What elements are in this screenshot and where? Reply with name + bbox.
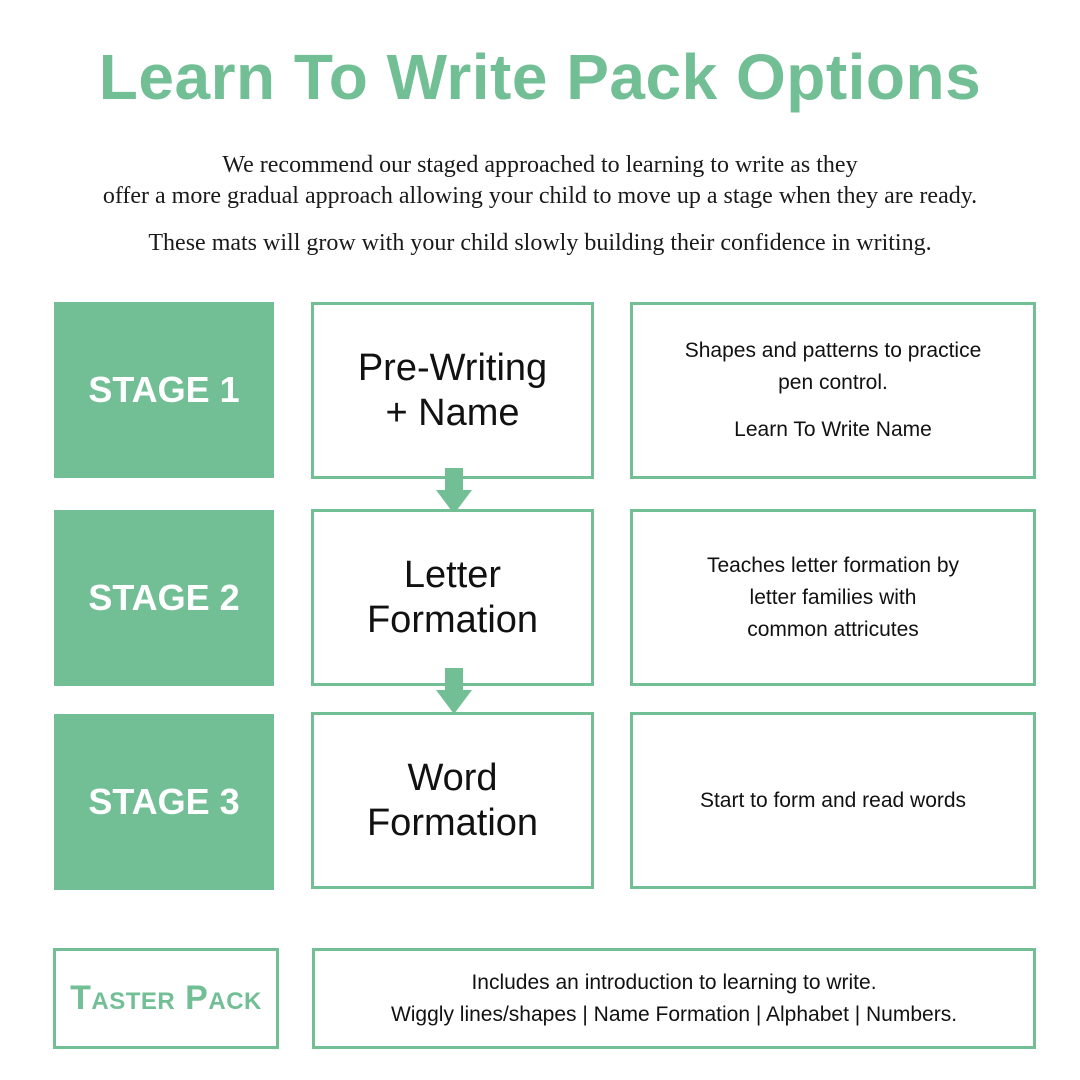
stage-name-line: Pre-Writing: [357, 346, 548, 389]
taster-pack-label: Taster Pack: [53, 948, 279, 1049]
taster-pack-description: Includes an introduction to learning to …: [312, 948, 1036, 1049]
stage-description-line: letter families with: [749, 585, 917, 609]
taster-description-line: Includes an introduction to learning to …: [471, 970, 877, 994]
page-title: Learn To Write Pack Options: [98, 41, 982, 113]
stage-description-line: Teaches letter formation by: [706, 553, 960, 577]
stage-name-line: + Name: [385, 391, 520, 434]
stage-2-name-box: Letter Formation: [311, 509, 594, 686]
stage-description-line: Shapes and patterns to practice: [684, 339, 982, 362]
stage-name-line: Formation: [366, 801, 539, 844]
arrow-down-icon: [436, 468, 472, 514]
stage-1-name-box: Pre-Writing + Name: [311, 302, 594, 479]
taster-description-line: Wiggly lines/shapes | Name Formation | A…: [390, 1002, 958, 1026]
stage-2-badge: STAGE 2: [54, 510, 274, 686]
stage-3-name-box: Word Formation: [311, 712, 594, 889]
stage-description-line: common attricutes: [747, 617, 919, 641]
intro-line: We recommend our staged approached to le…: [222, 152, 858, 178]
stage-3-description-box: Start to form and read words: [630, 712, 1036, 889]
stage-1-badge: STAGE 1: [54, 302, 274, 478]
stage-2-description-box: Teaches letter formation by letter famil…: [630, 509, 1036, 686]
intro-paragraph: We recommend our staged approached to le…: [40, 150, 1040, 212]
stage-name-line: Letter: [403, 553, 502, 596]
intro-line: offer a more gradual approach allowing y…: [102, 183, 978, 209]
stage-description-line: pen control.: [778, 371, 888, 394]
intro-note: These mats will grow with your child slo…: [148, 230, 932, 256]
stage-name-line: Word: [407, 756, 498, 799]
stage-description-line: Learn To Write Name: [734, 418, 932, 441]
stage-3-badge: STAGE 3: [54, 714, 274, 890]
stage-description-line: Start to form and read words: [699, 788, 967, 812]
stage-name-line: Formation: [366, 598, 539, 641]
arrow-down-icon: [436, 668, 472, 714]
stage-1-description-box: Shapes and patterns to practice pen cont…: [630, 302, 1036, 479]
